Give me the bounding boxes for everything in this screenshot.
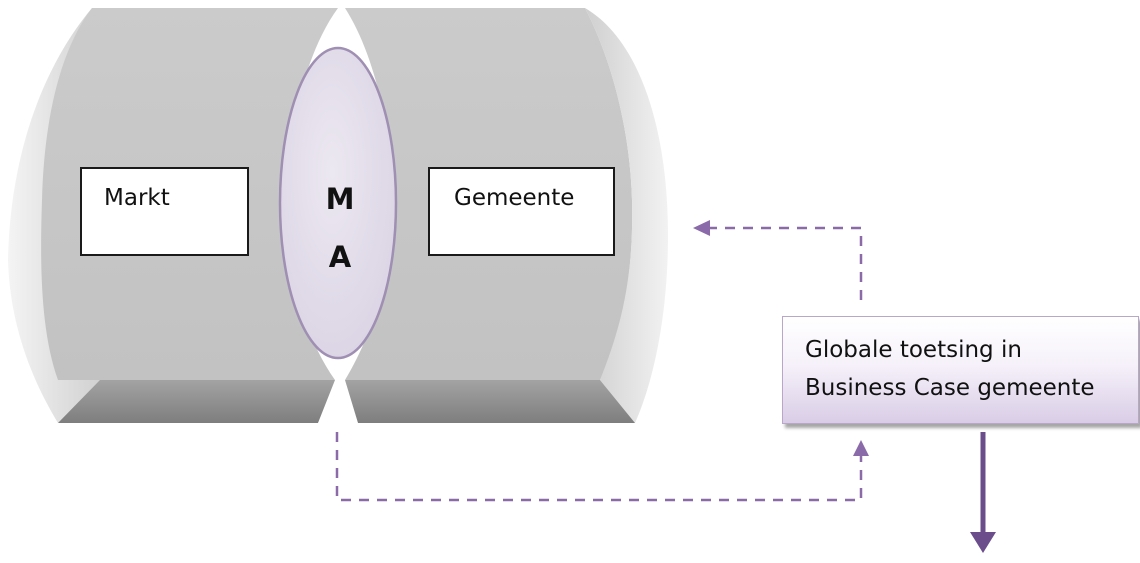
ma-letter-m: M (325, 182, 355, 216)
dashed-arrow-to-cylinder-head (693, 220, 710, 236)
dashed-arrow-to-business-case-head (853, 440, 869, 456)
gemeente-label: Gemeente (454, 185, 575, 211)
right-cylinder-cap (585, 8, 668, 423)
left-cylinder-base (58, 380, 335, 423)
cylinder-gap-notch (318, 392, 358, 423)
markt-label: Markt (104, 185, 170, 211)
business-case-line-2: Business Case gemeente (805, 375, 1095, 401)
right-cylinder-base (345, 380, 635, 423)
ma-letter-a: A (328, 240, 352, 274)
solid-down-arrow-head (970, 532, 996, 553)
business-case-box: Globale toetsing in Business Case gemeen… (782, 316, 1139, 424)
ma-ellipse (278, 46, 398, 360)
ma-label: M A (300, 170, 380, 286)
gemeente-box: Gemeente (428, 167, 615, 256)
markt-box: Markt (80, 167, 249, 256)
dashed-arrow-to-business-case (335, 432, 863, 502)
dashed-arrow-to-cylinder (700, 226, 863, 300)
business-case-line-1: Globale toetsing in (805, 337, 1022, 363)
